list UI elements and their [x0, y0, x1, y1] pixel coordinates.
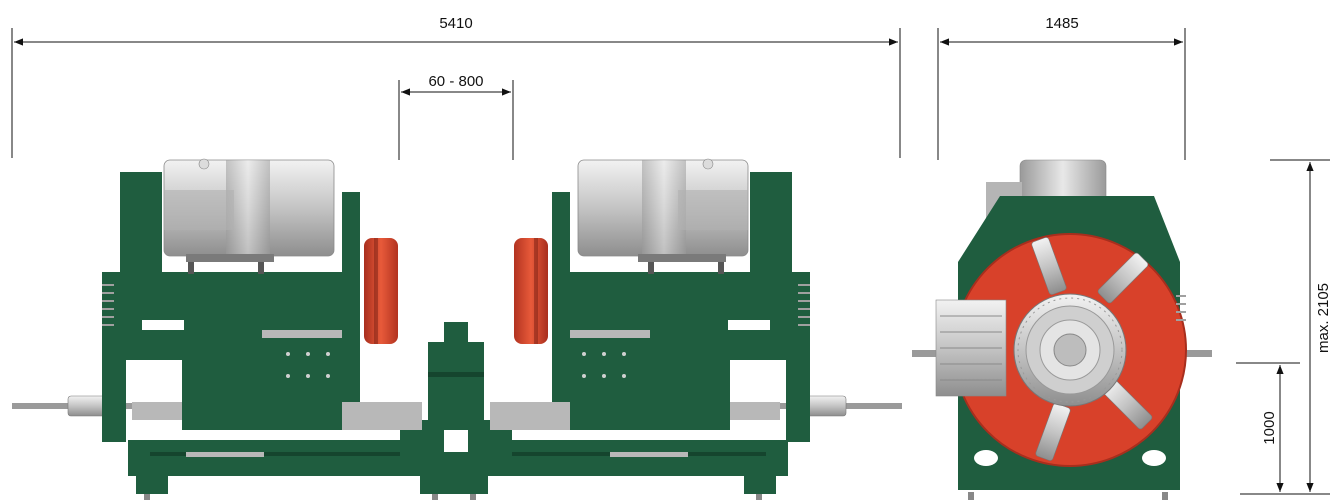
right-heating-disc — [514, 238, 548, 344]
dimension-overall-length: 5410 — [11, 15, 901, 158]
left-heating-disc — [364, 238, 398, 344]
dimension-side-width: 1485 — [937, 15, 1186, 160]
right-motor — [577, 158, 749, 274]
right-weld-unit — [490, 158, 810, 442]
side-width-label: 1485 — [1045, 15, 1078, 32]
gap-range-label: 60 - 800 — [428, 73, 483, 90]
axis-height-label: 1000 — [1261, 411, 1278, 444]
max-height-label: max. 2105 — [1315, 283, 1332, 353]
left-weld-unit — [102, 158, 422, 442]
dimension-gap-range: 60 - 800 — [398, 73, 514, 160]
left-motor — [163, 158, 335, 274]
overall-length-label: 5410 — [439, 15, 472, 32]
dimension-axis-height: 1000 — [1236, 362, 1300, 492]
dimension-max-height: max. 2105 — [1240, 159, 1332, 495]
machine-side-view — [912, 159, 1212, 500]
machine-front-view — [12, 158, 902, 500]
